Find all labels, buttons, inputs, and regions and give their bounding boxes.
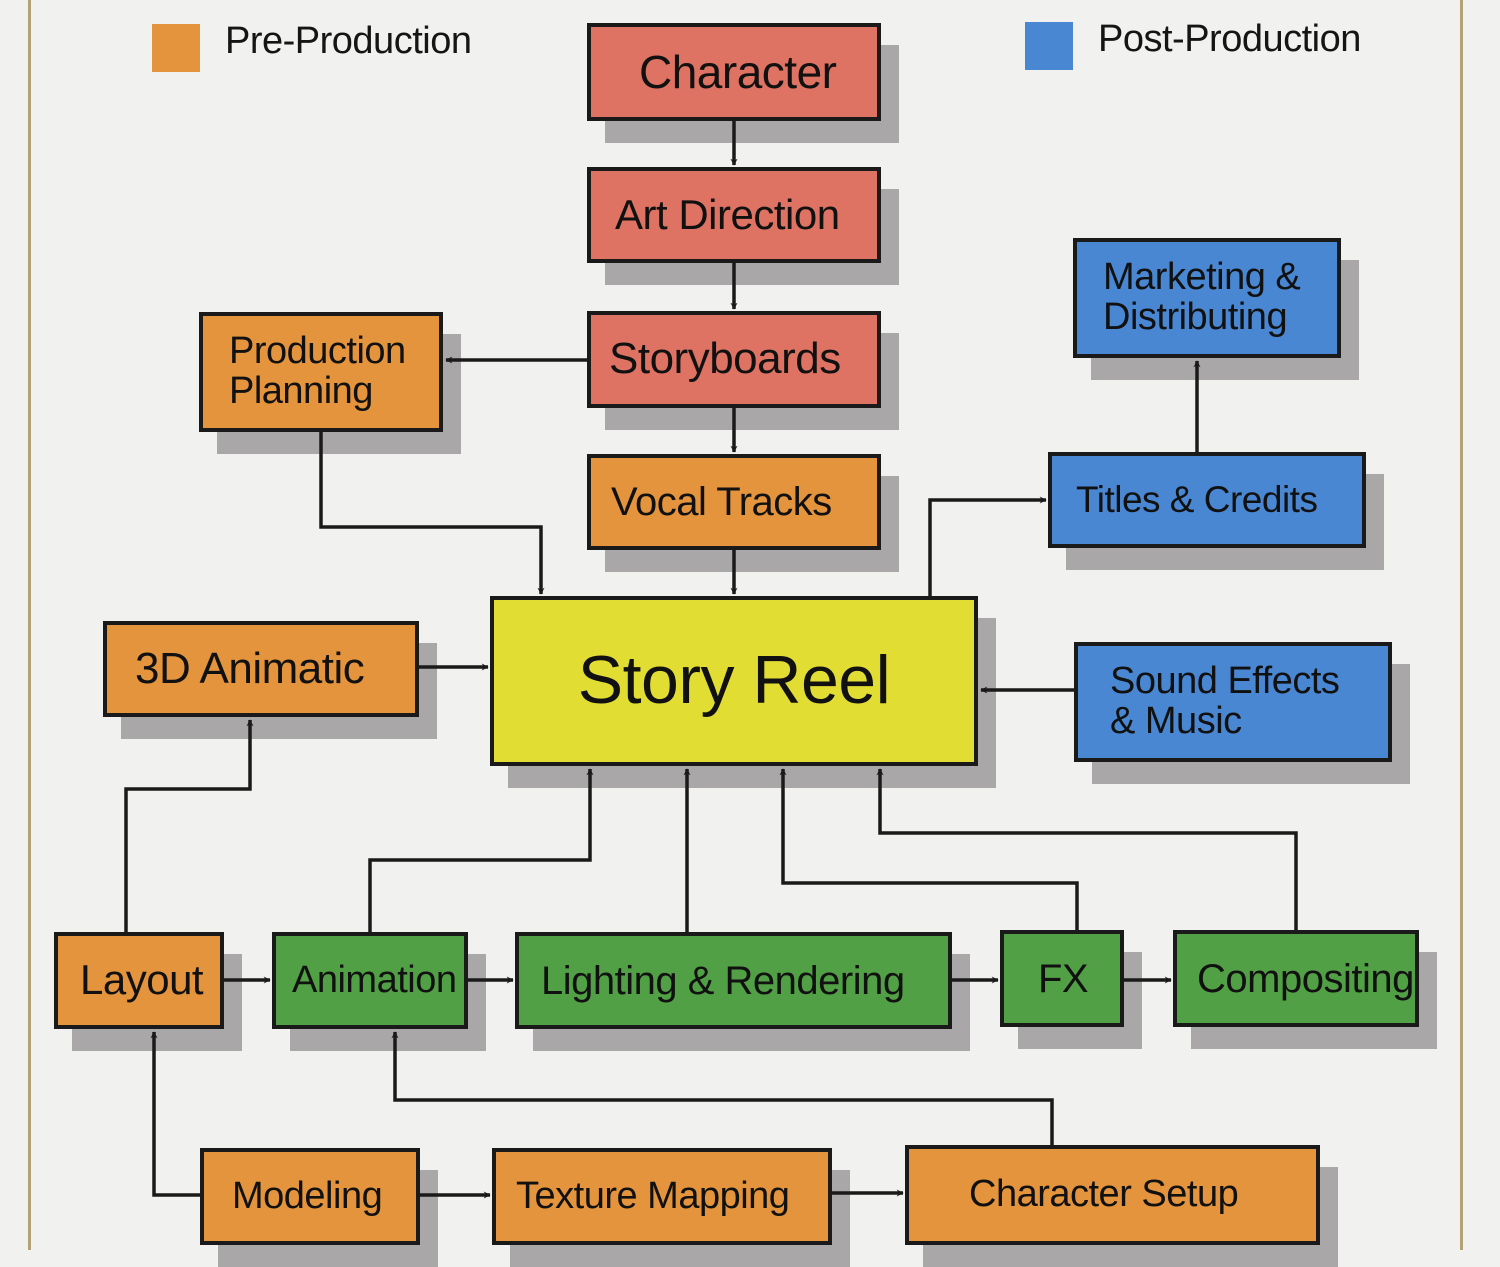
node-label: Vocal Tracks	[611, 480, 832, 524]
page-frame-left	[28, 0, 31, 1250]
node-label: Character	[639, 45, 837, 98]
node-marketing[interactable]: Marketing & Distributing	[1073, 238, 1341, 358]
node-label: Marketing & Distributing	[1103, 256, 1301, 338]
node-art-direction[interactable]: Art Direction	[587, 167, 881, 263]
node-label: Storyboards	[609, 334, 841, 384]
arrow-story-reel-to-titles-credits	[928, 496, 1047, 596]
node-character-setup[interactable]: Character Setup	[905, 1145, 1320, 1245]
node-label: Story Reel	[577, 642, 891, 719]
node-compositing[interactable]: Compositing	[1173, 930, 1419, 1027]
node-label: FX	[1038, 956, 1089, 1001]
node-sound-effects[interactable]: Sound Effects & Music	[1074, 642, 1392, 762]
node-label: Animation	[292, 958, 457, 1001]
node-character[interactable]: Character	[587, 23, 881, 121]
node-label: Lighting & Rendering	[541, 958, 905, 1003]
legend-swatch-post	[1025, 22, 1073, 70]
node-label: 3D Animatic	[135, 643, 365, 693]
arrow-modeling-to-layout	[150, 1031, 200, 1197]
legend-swatch-pre	[152, 24, 200, 72]
arrow-animation-to-story-reel	[368, 768, 594, 932]
node-vocal-tracks[interactable]: Vocal Tracks	[587, 454, 881, 550]
node-label: Titles & Credits	[1076, 478, 1318, 520]
node-fx[interactable]: FX	[1000, 930, 1124, 1027]
arrow-production-planning-to-story-reel	[319, 432, 545, 595]
node-titles-credits[interactable]: Titles & Credits	[1048, 452, 1366, 548]
node-label: Texture Mapping	[516, 1174, 790, 1217]
node-animatic-3d[interactable]: 3D Animatic	[103, 621, 419, 717]
arrow-compositing-to-story-reel	[876, 768, 1298, 930]
node-label: Art Direction	[615, 190, 840, 238]
node-animation[interactable]: Animation	[272, 932, 468, 1029]
node-label: Compositing	[1197, 956, 1414, 1001]
node-lighting-rendering[interactable]: Lighting & Rendering	[515, 932, 952, 1029]
node-modeling[interactable]: Modeling	[200, 1148, 420, 1245]
arrow-fx-to-story-reel	[779, 768, 1079, 930]
arrow-layout-to-animatic-3d	[124, 719, 254, 932]
node-storyboards[interactable]: Storyboards	[587, 311, 881, 408]
node-label: Production Planning	[229, 330, 406, 412]
node-label: Layout	[80, 956, 204, 1004]
node-label: Sound Effects & Music	[1110, 660, 1340, 742]
node-label: Character Setup	[969, 1173, 1239, 1216]
legend-label-post: Post-Production	[1098, 18, 1361, 60]
legend-label-pre: Pre-Production	[225, 20, 472, 62]
node-production-planning[interactable]: Production Planning	[199, 312, 443, 432]
node-texture-mapping[interactable]: Texture Mapping	[492, 1148, 832, 1245]
node-label: Modeling	[232, 1174, 383, 1217]
node-story-reel[interactable]: Story Reel	[490, 596, 978, 766]
page-frame-right	[1460, 0, 1463, 1250]
node-layout[interactable]: Layout	[54, 932, 224, 1029]
